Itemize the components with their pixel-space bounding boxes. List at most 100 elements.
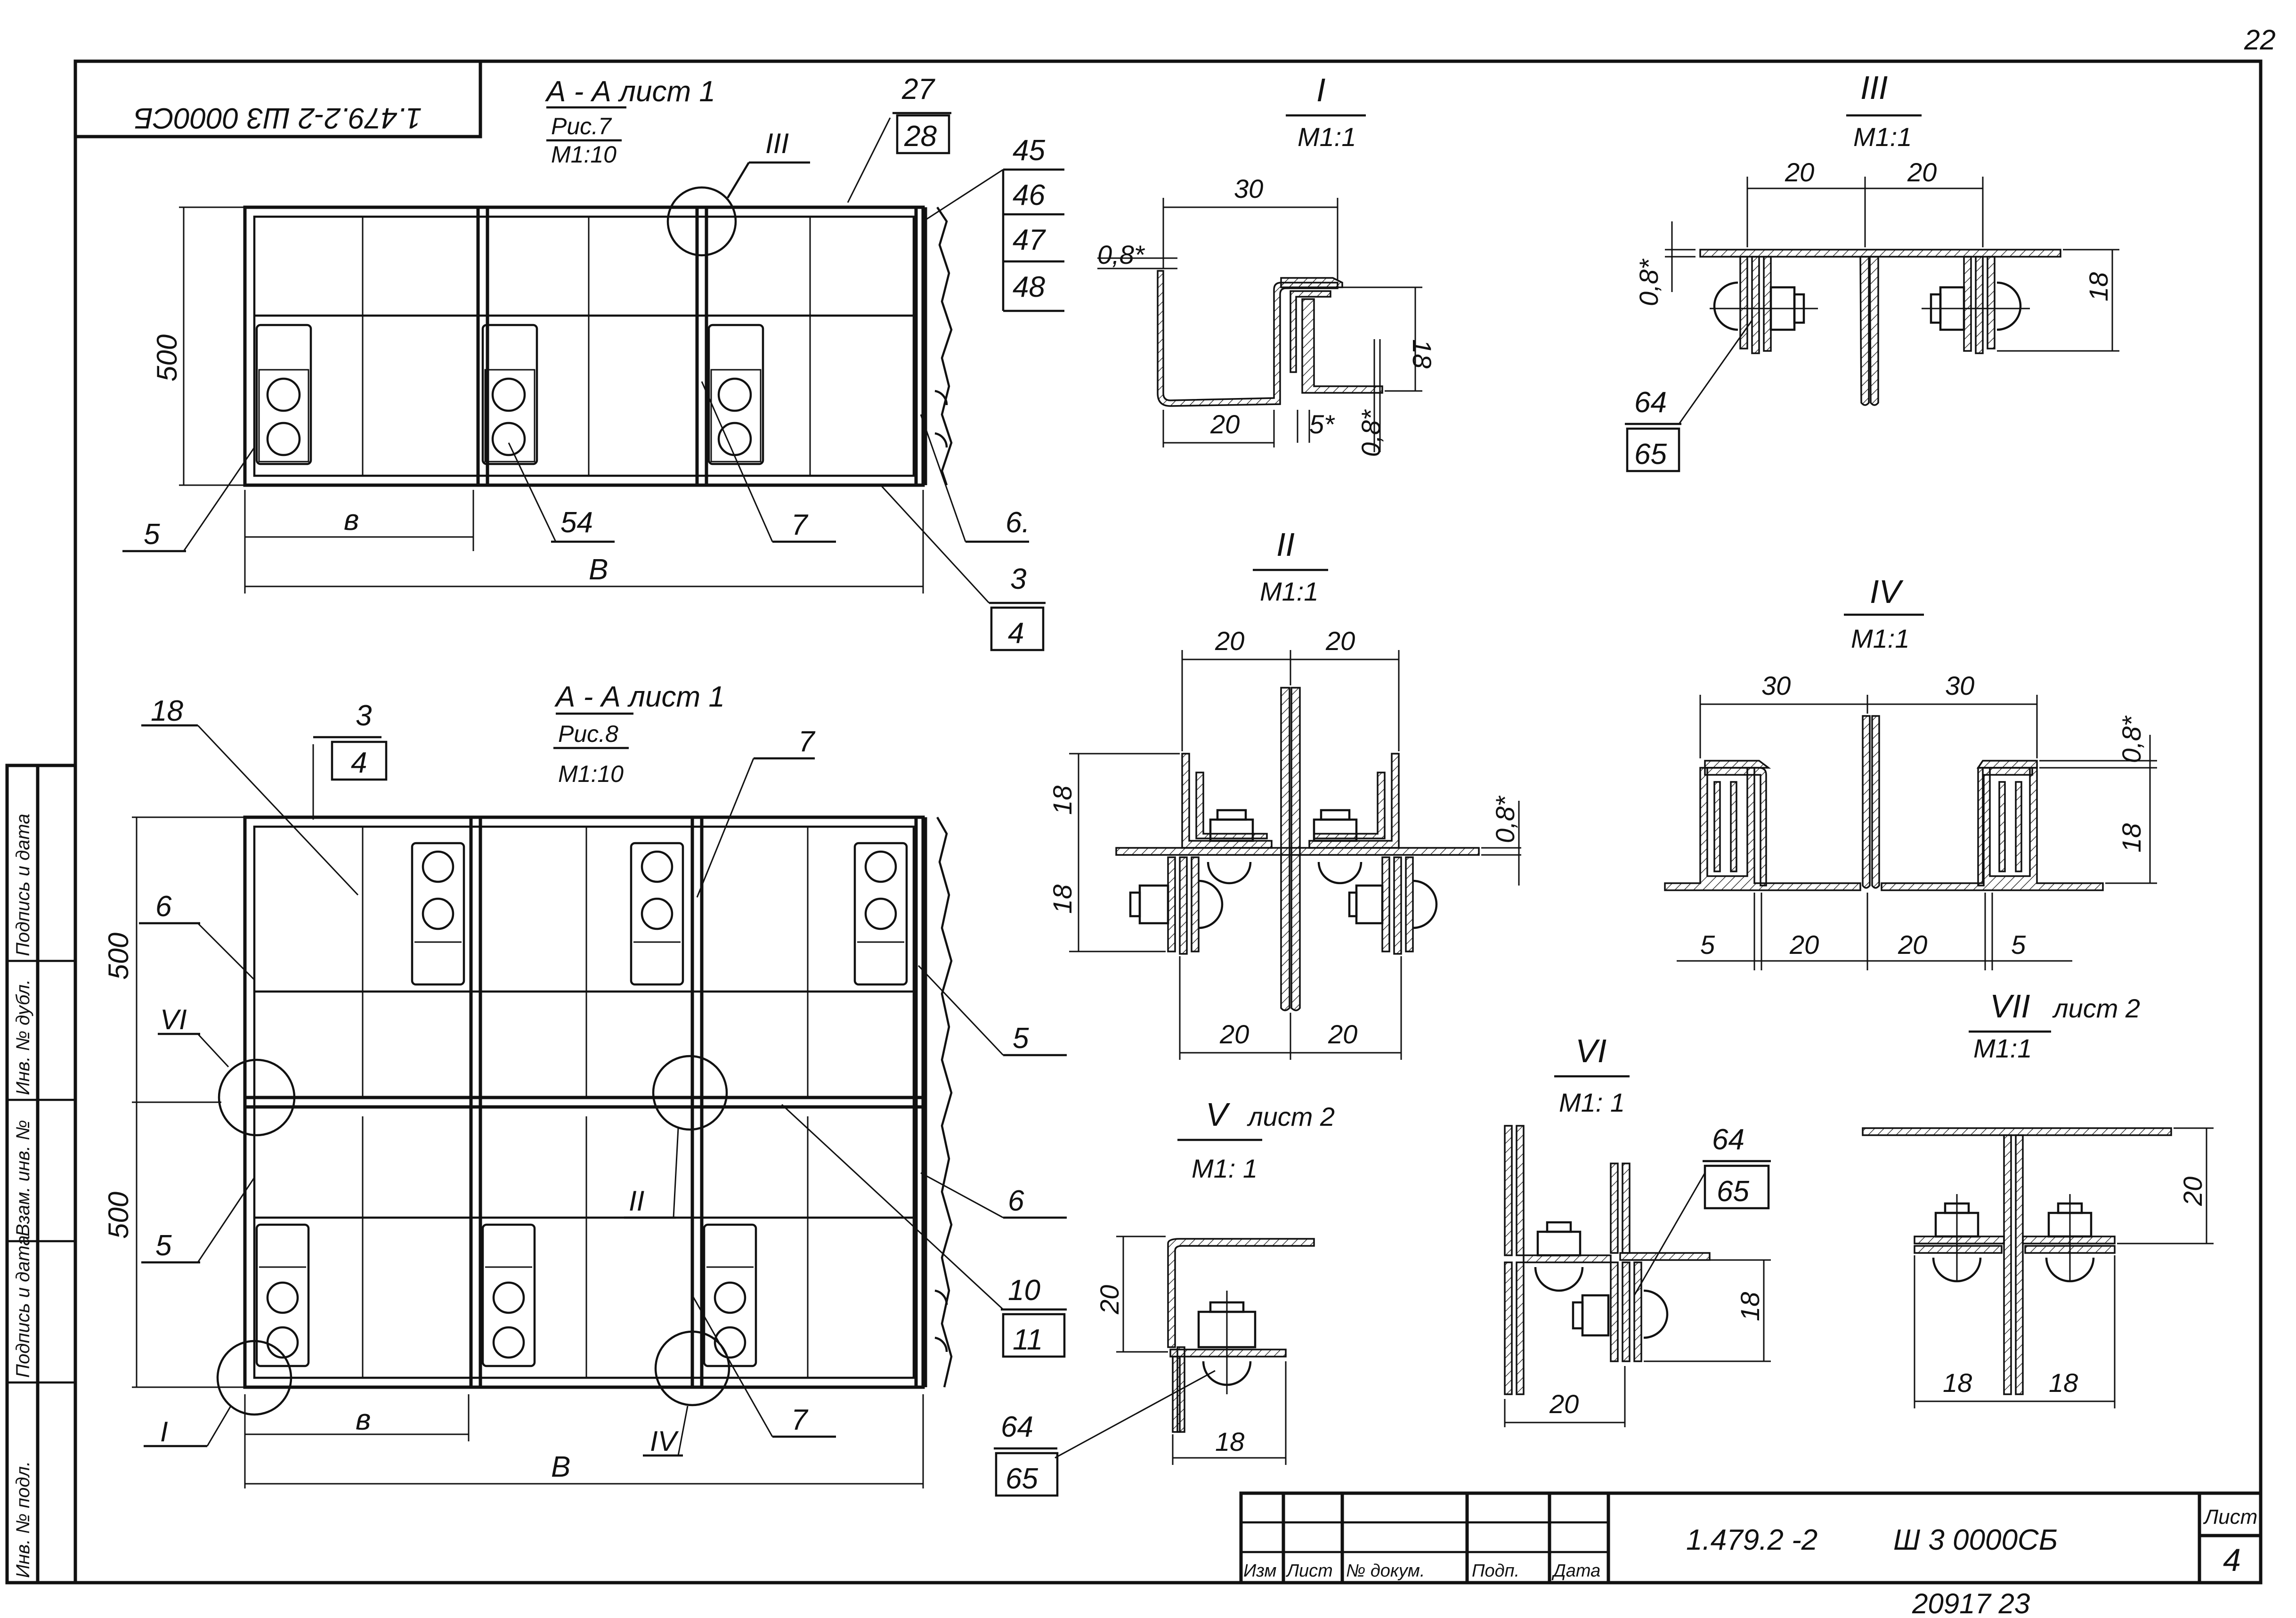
plan-1: А - А лист 1 Рис.7 М1:10 bbox=[122, 73, 1064, 651]
detail-V: V лист 2 М1: 1 20 18 64 65 bbox=[994, 1096, 1335, 1497]
pos-45: 45 bbox=[1013, 134, 1045, 167]
detail-VII-title: VII bbox=[1990, 988, 2030, 1024]
plan2-pos-4: 4 bbox=[351, 747, 367, 779]
plan2-pos-11: 11 bbox=[1013, 1324, 1043, 1356]
detail-VII-d20: 20 bbox=[2178, 1177, 2207, 1206]
detail-V-pos-64: 64 bbox=[1001, 1411, 1033, 1443]
detail-VI-d20: 20 bbox=[1549, 1389, 1579, 1419]
plan2-pos-5-left: 5 bbox=[155, 1229, 172, 1262]
detail-VII: VII лист 2 М1:1 20 18 18 bbox=[1862, 988, 2214, 1408]
detail-VI-pos-64: 64 bbox=[1712, 1123, 1744, 1156]
plan2-callout-IV: IV bbox=[650, 1425, 679, 1457]
plan1-fig: Рис.7 bbox=[551, 113, 612, 139]
detail-VII-d18b: 18 bbox=[2049, 1368, 2078, 1398]
plan2-pos-5-right: 5 bbox=[1013, 1022, 1029, 1055]
plan2-pos-7-bottom: 7 bbox=[791, 1404, 809, 1436]
terminal-box-p1-1 bbox=[255, 324, 312, 465]
strip-label-5: Инв. № подл. bbox=[13, 1461, 33, 1578]
callout-II-circle bbox=[652, 1055, 728, 1131]
plan2-dim-500-top: 500 bbox=[103, 933, 134, 980]
detail-VII-d18a: 18 bbox=[1943, 1368, 1972, 1398]
plan1-pos-6: 6. bbox=[1006, 506, 1030, 539]
detail-II-d18a: 18 bbox=[1047, 786, 1077, 815]
plan2-callout-I: I bbox=[160, 1416, 168, 1447]
terminal-box-p2-1 bbox=[411, 842, 465, 986]
detail-II-d20c: 20 bbox=[1219, 1019, 1249, 1049]
detail-III-title: III bbox=[1860, 69, 1888, 106]
detail-VII-scale: М1:1 bbox=[1973, 1033, 2032, 1063]
tb-doc-name: Ш 3 0000СБ bbox=[1893, 1524, 2058, 1556]
detail-I-d20: 20 bbox=[1210, 409, 1240, 439]
detail-I-d30: 30 bbox=[1234, 174, 1263, 203]
detail-VI: VI М1: 1 64 65 18 20 bbox=[1504, 1033, 1771, 1427]
title-block: Изм Лист № докум. Подп. Дата 1.479.2 -2 … bbox=[1239, 1491, 2263, 1618]
plan1-scale: М1:10 bbox=[551, 141, 617, 168]
terminal-box-p1-3 bbox=[707, 324, 764, 465]
detail-II-d20a: 20 bbox=[1215, 626, 1244, 656]
plan1-callout-III: III bbox=[765, 128, 789, 159]
callout-III-circle bbox=[666, 186, 737, 257]
strip-label-1: Подпись и дата bbox=[13, 813, 33, 956]
plan2-pos-10: 10 bbox=[1008, 1274, 1040, 1307]
callout-IV-circle bbox=[654, 1330, 730, 1407]
detail-IV-d5b: 5 bbox=[2011, 930, 2026, 959]
detail-II-d20d: 20 bbox=[1328, 1019, 1357, 1049]
plan1-pos-3: 3 bbox=[1010, 563, 1026, 595]
plan1-pos-4: 4 bbox=[1008, 617, 1024, 650]
strip-label-2: Инв. № дубл. bbox=[13, 979, 33, 1095]
pos-47: 47 bbox=[1013, 224, 1046, 256]
plan1-pos-54: 54 bbox=[560, 506, 593, 539]
detail-V-d18: 18 bbox=[1215, 1427, 1244, 1456]
tb-doc-code: 1.479.2 -2 bbox=[1686, 1524, 1817, 1556]
detail-III-d18: 18 bbox=[2084, 272, 2113, 301]
terminal-box-p2-2 bbox=[630, 842, 684, 986]
detail-VI-d18: 18 bbox=[1735, 1292, 1765, 1321]
tb-sheet-label: Лист bbox=[2203, 1505, 2257, 1529]
plan2-pos-7-top: 7 bbox=[798, 725, 816, 758]
detail-VI-scale: М1: 1 bbox=[1559, 1088, 1625, 1117]
detail-II-scale: М1:1 bbox=[1260, 577, 1319, 606]
plan2-callout-VI: VI bbox=[160, 1004, 187, 1035]
plan2-callout-II: II bbox=[629, 1185, 644, 1217]
plan2-title: А - А лист 1 bbox=[554, 681, 725, 713]
pos-46: 46 bbox=[1013, 179, 1045, 211]
detail-IV-scale: М1:1 bbox=[1851, 624, 1910, 653]
tb-header-data: Дата bbox=[1551, 1561, 1600, 1581]
tb-bottom-number: 20917 23 bbox=[1912, 1588, 2030, 1618]
detail-IV-d30a: 30 bbox=[1761, 671, 1791, 700]
tb-header-list: Лист bbox=[1285, 1561, 1333, 1581]
plan1-pos-5: 5 bbox=[144, 518, 160, 551]
detail-II-title: II bbox=[1276, 526, 1295, 563]
detail-II-d20b: 20 bbox=[1325, 626, 1355, 656]
pos-27: 27 bbox=[901, 73, 935, 106]
rotated-stamp: 1.479.2-2 Ш3 0000СБ bbox=[73, 59, 482, 138]
detail-III: III М1:1 20 20 0,8* bbox=[1625, 69, 2119, 472]
detail-II-d18b: 18 bbox=[1047, 885, 1077, 914]
terminal-box-p1-2 bbox=[481, 324, 538, 465]
plan1-dim-b: в bbox=[344, 504, 359, 537]
pos-28: 28 bbox=[904, 120, 937, 153]
plan1-pos-7: 7 bbox=[791, 509, 809, 541]
detail-V-title: V bbox=[1206, 1096, 1231, 1133]
detail-VII-sheet: лист 2 bbox=[2052, 993, 2140, 1023]
detail-I-d08b: 0,8* bbox=[1356, 409, 1386, 457]
terminal-box-p2-4 bbox=[255, 1223, 310, 1367]
detail-VI-title: VI bbox=[1575, 1033, 1606, 1069]
detail-III-d08: 0,8* bbox=[1634, 258, 1663, 306]
pos-48: 48 bbox=[1013, 271, 1045, 303]
detail-V-scale: М1: 1 bbox=[1192, 1154, 1258, 1183]
detail-IV-d5a: 5 bbox=[1700, 930, 1715, 959]
plan2-pos-6-right: 6 bbox=[1008, 1185, 1024, 1217]
detail-IV-d20b: 20 bbox=[1898, 930, 1927, 959]
strip-label-4: Подпись и дата bbox=[13, 1235, 33, 1378]
detail-III-d20a: 20 bbox=[1785, 157, 1814, 187]
detail-I: I М1:1 30 0,8* 18 20 5* 0,8* bbox=[1097, 72, 1437, 457]
detail-IV-title: IV bbox=[1870, 573, 1904, 610]
detail-IV-d08: 0,8* bbox=[2117, 715, 2146, 763]
tb-header-doc: № докум. bbox=[1346, 1561, 1425, 1581]
plan2-scale: М1:10 bbox=[558, 761, 624, 787]
detail-I-d5: 5* bbox=[1309, 409, 1335, 439]
plan2-dim-500-bottom: 500 bbox=[103, 1192, 134, 1239]
detail-IV-d30b: 30 bbox=[1945, 671, 1974, 700]
